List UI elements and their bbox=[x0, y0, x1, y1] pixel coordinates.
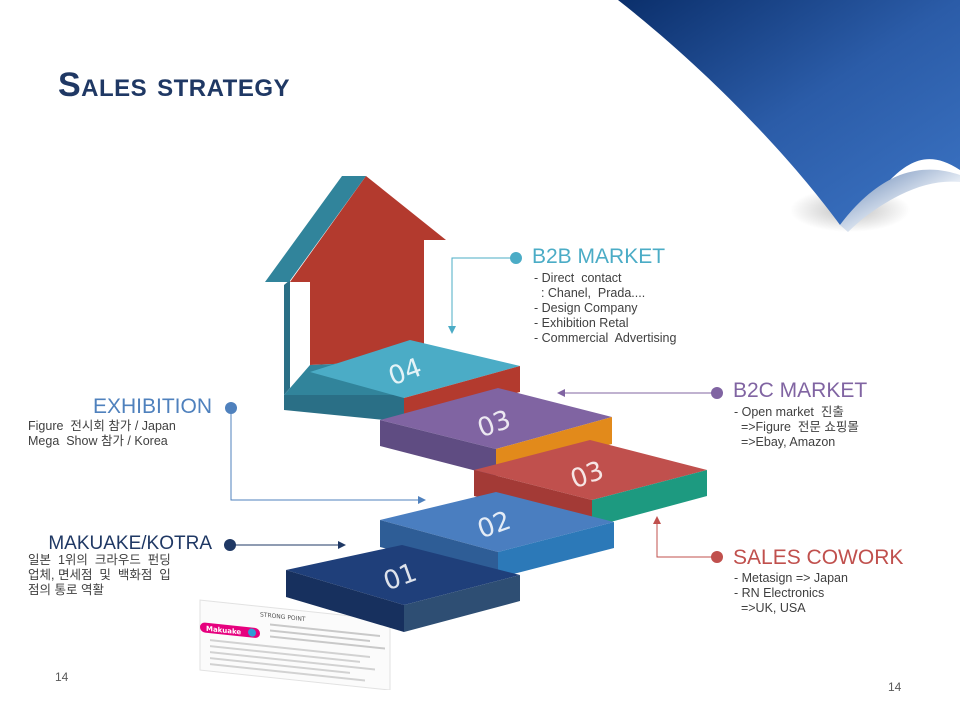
b2b-dot-icon bbox=[510, 252, 522, 264]
b2b-connector bbox=[451, 257, 516, 328]
makuake-line: 업체, 면세점 및 백화점 입 bbox=[28, 568, 171, 582]
b2c-line: =>Ebay, Amazon bbox=[734, 435, 836, 449]
b2b-line: - Direct contact bbox=[534, 271, 622, 285]
sales-cowork-line: - Metasign => Japan bbox=[734, 571, 848, 585]
exhibition-details: Figure 전시회 참가 / Japan Mega Show 참가 / Kor… bbox=[28, 419, 176, 449]
makuake-details: 일본 1위의 크라우드 펀딩 업체, 면세점 및 백화점 입 점의 통로 역활 bbox=[28, 553, 171, 598]
step-01: 01 bbox=[286, 545, 520, 632]
sales-cowork-details: - Metasign => Japan - RN Electronics =>U… bbox=[734, 571, 848, 616]
exhibition-line: Figure 전시회 참가 / Japan bbox=[28, 419, 176, 433]
thumbnail-logo: Makuake bbox=[206, 624, 241, 637]
sales-cowork-heading: SALES COWORK bbox=[733, 546, 904, 569]
page-curl-decoration bbox=[618, 0, 960, 232]
b2c-details: - Open market 진출 =>Figure 전문 쇼핑몰 =>Ebay,… bbox=[734, 405, 859, 450]
b2b-line: : Chanel, Prada.... bbox=[534, 286, 646, 300]
b2b-line: - Design Company bbox=[534, 301, 638, 315]
page-number-right: 14 bbox=[888, 680, 902, 694]
exhibition-connector bbox=[230, 408, 420, 501]
b2c-heading: B2C MARKET bbox=[733, 379, 868, 402]
makuake-line: 점의 통로 역활 bbox=[28, 583, 104, 597]
b2b-line: - Commercial Advertising bbox=[534, 331, 677, 345]
step-02: 02 bbox=[380, 492, 614, 578]
exhibition-heading: EXHIBITION bbox=[92, 395, 212, 418]
makuake-line: 일본 1위의 크라우드 펀딩 bbox=[28, 553, 171, 567]
b2c-line: - Open market 진출 bbox=[734, 405, 844, 419]
b2b-line: - Exhibition Retal bbox=[534, 316, 629, 330]
sales-cowork-dot-icon bbox=[711, 551, 723, 563]
thumbnail-header: STRONG POINT bbox=[260, 611, 306, 623]
b2c-line: =>Figure 전문 쇼핑몰 bbox=[734, 420, 859, 434]
sales-cowork-line: =>UK, USA bbox=[734, 601, 806, 615]
growth-arrow bbox=[265, 176, 446, 422]
document-thumbnail: STRONG POINT Makuake bbox=[180, 598, 420, 691]
sales-cowork-connector bbox=[656, 522, 716, 558]
slide-title: Sales strategy bbox=[58, 66, 291, 104]
makuake-dot-icon bbox=[224, 539, 236, 551]
exhibition-dot-icon bbox=[225, 402, 237, 414]
sales-cowork-line: - RN Electronics bbox=[734, 586, 825, 600]
b2b-heading: B2B MARKET bbox=[532, 245, 666, 268]
page-number-left: 14 bbox=[55, 670, 69, 684]
makuake-heading: MAKUAKE/KOTRA bbox=[48, 533, 212, 554]
b2b-details: - Direct contact : Chanel, Prada.... - D… bbox=[534, 271, 676, 346]
exhibition-line: Mega Show 참가 / Korea bbox=[28, 434, 168, 448]
step-04: 04 bbox=[310, 340, 520, 424]
b2c-dot-icon bbox=[711, 387, 723, 399]
